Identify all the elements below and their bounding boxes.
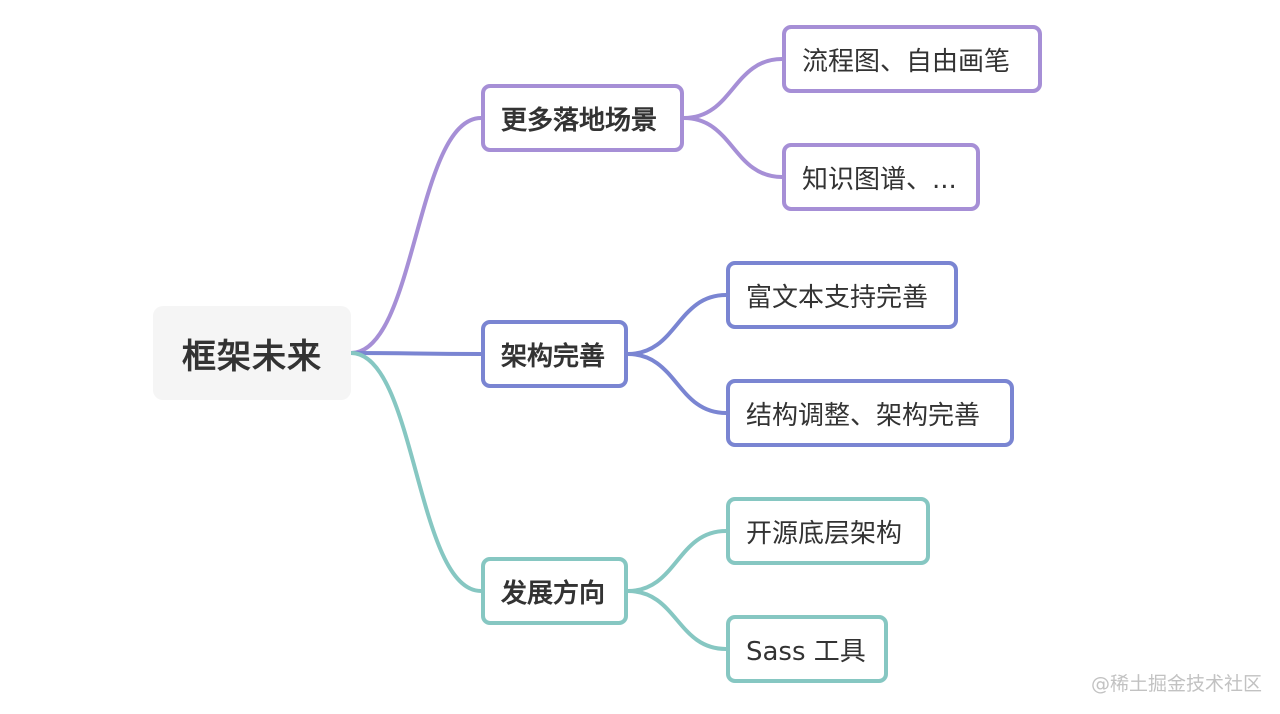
branch-node-more-scenarios[interactable]: 更多落地场景	[481, 84, 684, 152]
branch-node-direction[interactable]: 发展方向	[481, 557, 628, 625]
branch-node-architecture[interactable]: 架构完善	[481, 320, 628, 388]
leaf-node-flowchart[interactable]: 流程图、自由画笔	[782, 25, 1042, 93]
connector-branch-1-leaf-0	[626, 293, 728, 356]
root-node[interactable]: 框架未来	[153, 306, 351, 400]
connector-root-branch-1	[349, 351, 483, 356]
connector-root-branch-2	[349, 351, 483, 593]
connector-branch-1-leaf-1	[626, 352, 728, 415]
connector-branch-2-leaf-1	[626, 589, 728, 651]
leaf-node-knowledge-graph[interactable]: 知识图谱、...	[782, 143, 980, 211]
connector-branch-2-leaf-0	[626, 529, 728, 593]
connector-root-branch-0	[349, 116, 483, 355]
leaf-node-rich-text[interactable]: 富文本支持完善	[726, 261, 958, 329]
leaf-node-open-source[interactable]: 开源底层架构	[726, 497, 930, 565]
connector-branch-0-leaf-0	[682, 57, 784, 120]
leaf-node-structure[interactable]: 结构调整、架构完善	[726, 379, 1014, 447]
watermark: @稀土掘金技术社区	[1090, 673, 1262, 695]
leaf-node-sass-tool[interactable]: Sass 工具	[726, 615, 888, 683]
connector-branch-0-leaf-1	[682, 116, 784, 179]
